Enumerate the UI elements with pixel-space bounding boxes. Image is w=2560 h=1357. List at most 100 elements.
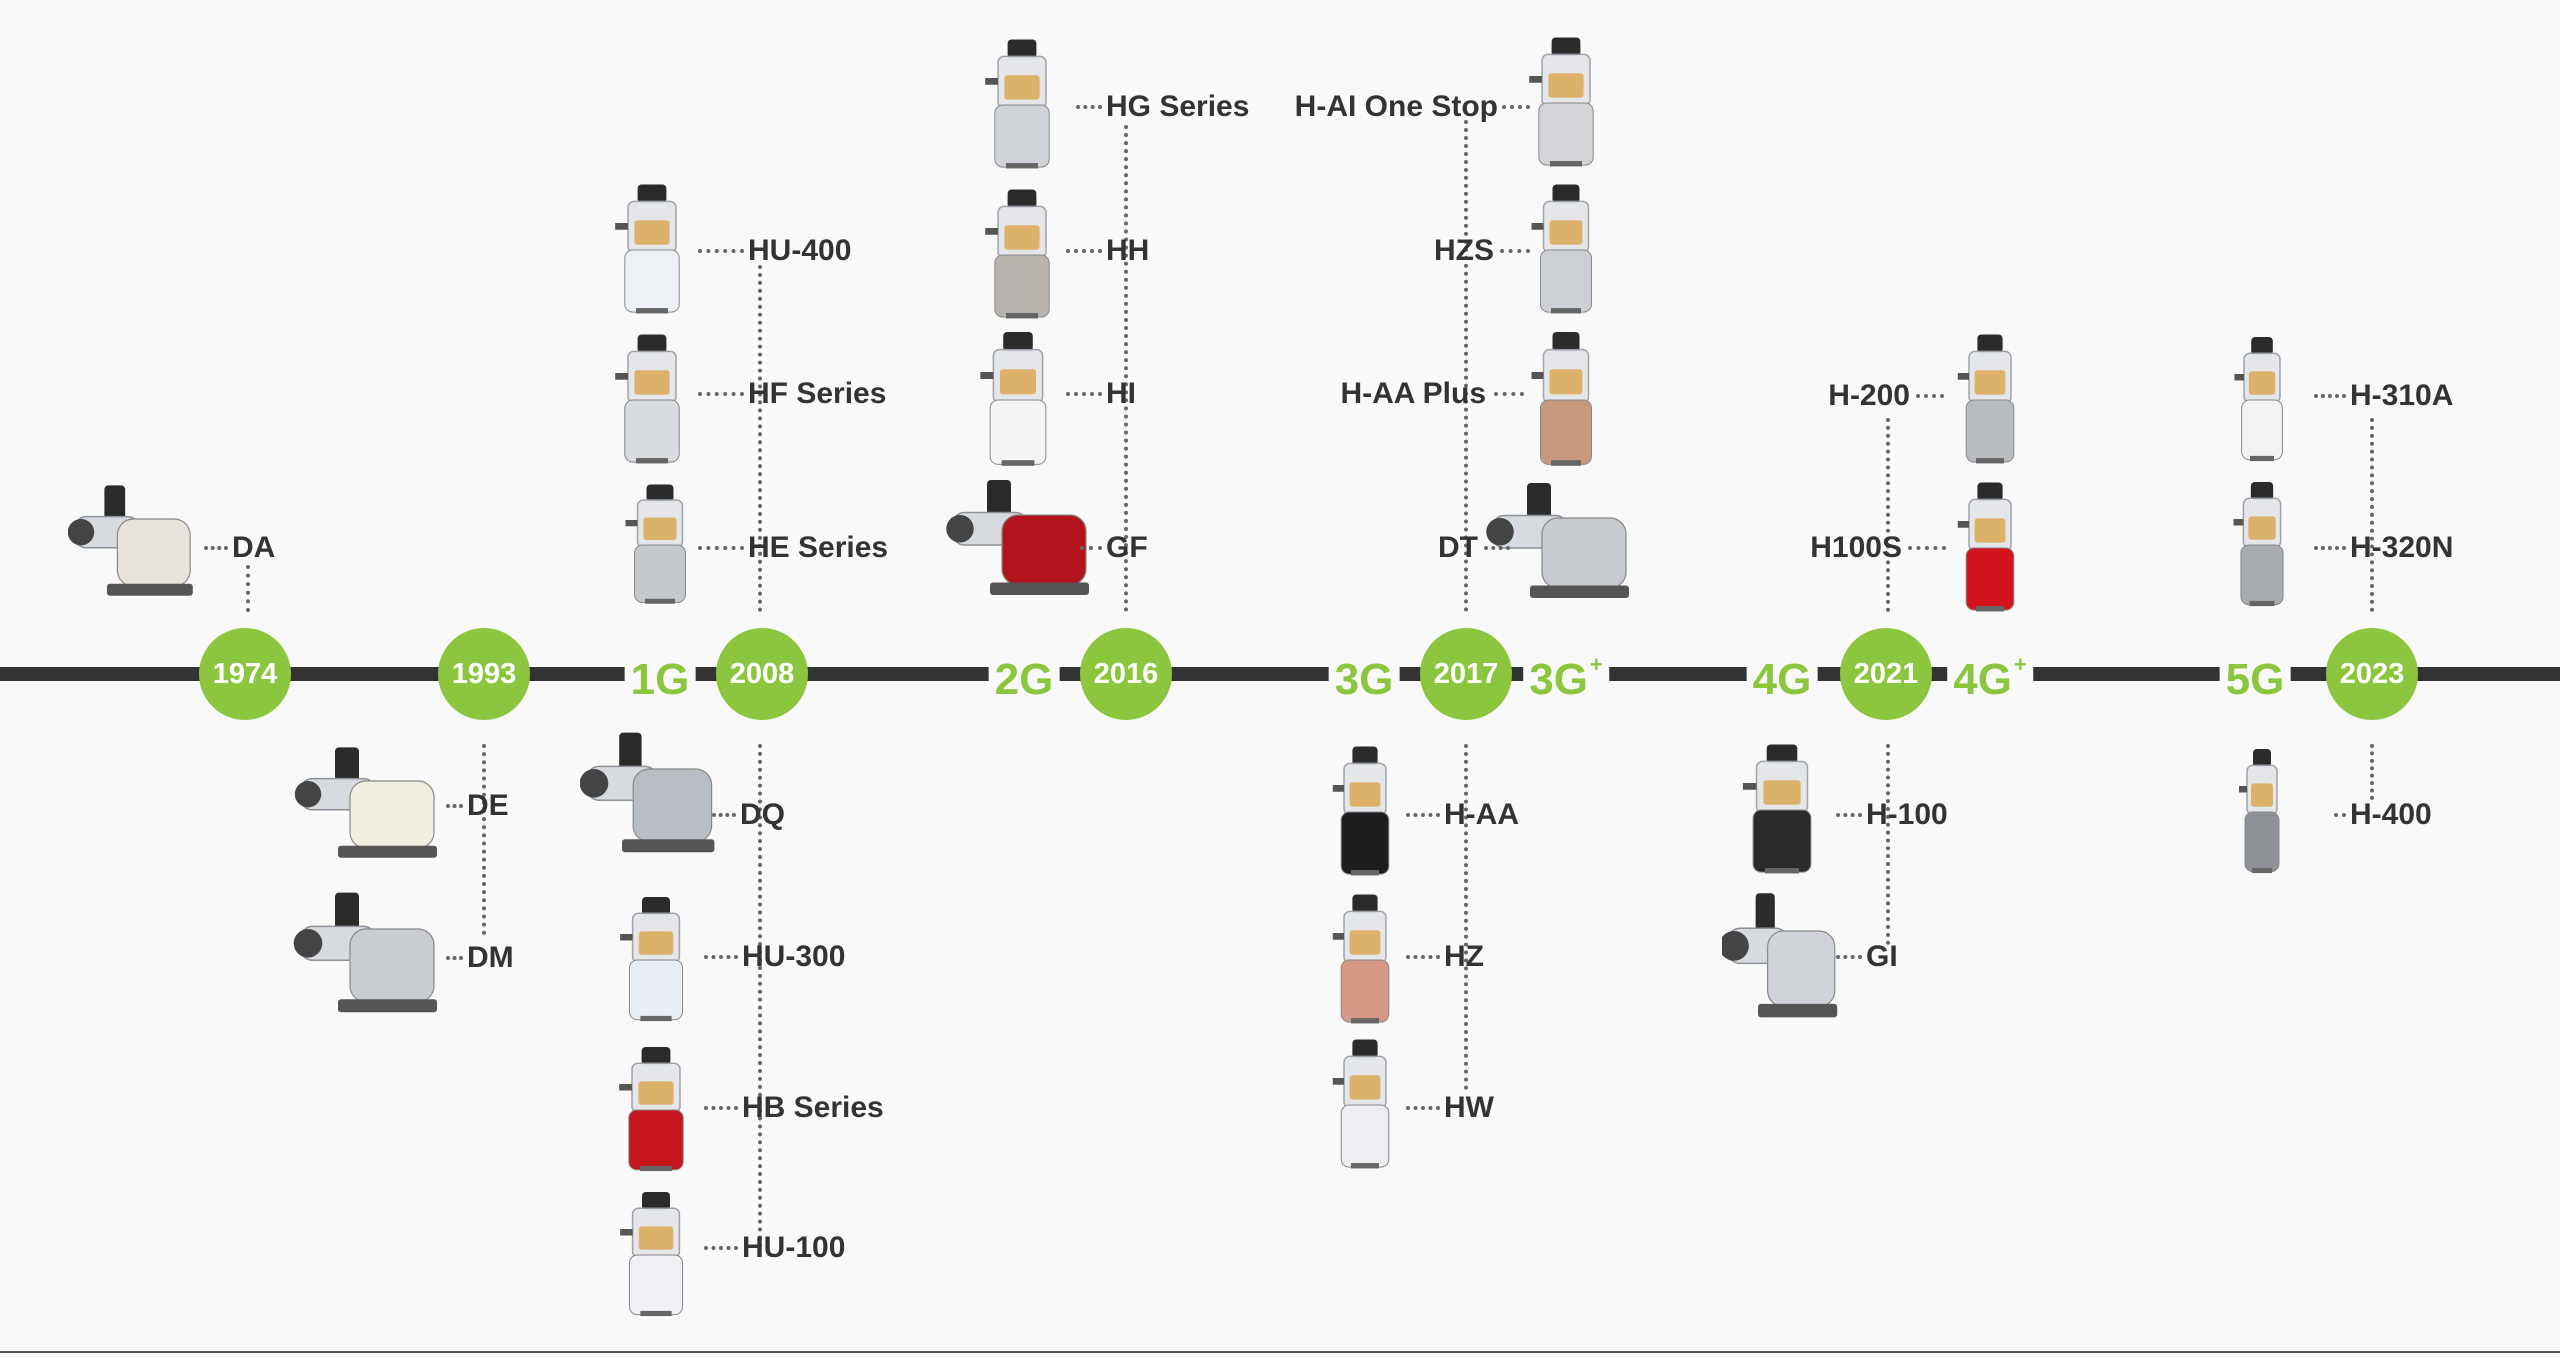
vertical-juicer-icon <box>2237 747 2287 877</box>
juicer-image-h-310a <box>2232 335 2292 465</box>
label-leader <box>712 813 736 817</box>
generation-label-4g: 4G <box>1746 655 1818 704</box>
year-marker-2008: 2008 <box>716 628 808 720</box>
generation-text: 4G <box>1752 655 1812 704</box>
vertical-juicer-icon <box>616 1045 696 1175</box>
juicer-image-h-aa-plus <box>1529 330 1604 470</box>
label-leader <box>446 804 463 808</box>
horizontal-juicer-icon <box>68 483 198 603</box>
label-leader <box>2334 813 2346 817</box>
vertical-juicer-icon <box>982 188 1062 323</box>
generation-text: 5G <box>2225 655 2285 704</box>
generation-label-1g: 1G <box>624 658 696 702</box>
generation-label-4g-plus: 4G+ <box>1947 654 2033 702</box>
connector-line <box>758 265 762 612</box>
label-leader <box>1080 546 1102 550</box>
juicer-image-de <box>293 745 443 865</box>
label-leader <box>1494 392 1524 396</box>
year-marker-1993: 1993 <box>438 628 530 720</box>
model-label-he-series: HE Series <box>748 531 889 564</box>
horizontal-juicer-icon <box>293 890 443 1020</box>
label-leader <box>1406 813 1440 817</box>
model-label-hi: HI <box>1106 377 1136 410</box>
label-leader <box>698 249 744 253</box>
label-leader <box>1076 105 1102 109</box>
vertical-juicer-icon <box>1955 333 2025 468</box>
label-leader <box>2314 546 2346 550</box>
model-label-hu-400: HU-400 <box>748 234 852 267</box>
connector-line <box>1464 120 1468 612</box>
horizontal-juicer-icon <box>1485 481 1635 606</box>
label-leader <box>704 955 738 959</box>
vertical-juicer-icon <box>1330 893 1400 1028</box>
label-leader <box>1836 813 1862 817</box>
model-label-hzs: HZS <box>1434 234 1494 267</box>
label-leader <box>704 1246 738 1250</box>
connector-line <box>1886 744 1890 945</box>
vertical-juicer-icon <box>2232 335 2292 465</box>
juicer-image-hz <box>1330 893 1400 1028</box>
juicer-image-hf-series <box>612 333 692 468</box>
model-label-da: DA <box>232 531 276 564</box>
label-leader <box>1406 1106 1440 1110</box>
year-marker-2023: 2023 <box>2326 628 2418 720</box>
juicer-image-gf <box>945 478 1095 603</box>
vertical-juicer-icon <box>2231 480 2293 610</box>
connector-line <box>1124 125 1128 612</box>
model-label-dq: DQ <box>740 798 785 831</box>
model-label-gf: GF <box>1106 531 1148 564</box>
year-marker-2016: 2016 <box>1080 628 1172 720</box>
model-label-h-320n: H-320N <box>2350 531 2454 564</box>
label-leader <box>204 546 228 550</box>
juicer-image-h-ai-one-stop <box>1526 36 1606 171</box>
model-label-h-400: H-400 <box>2350 798 2432 831</box>
label-leader <box>1066 392 1102 396</box>
juicer-image-h-400 <box>2237 747 2287 877</box>
generation-label-3g: 3G <box>1328 655 1400 704</box>
label-leader <box>698 392 744 396</box>
model-label-h-ai-one-stop: H-AI One Stop <box>1294 90 1498 123</box>
vertical-juicer-icon <box>612 333 692 468</box>
label-leader <box>2314 394 2346 398</box>
connector-line <box>2370 744 2374 800</box>
label-leader <box>704 1106 738 1110</box>
model-label-h-100: H-100 <box>1866 798 1948 831</box>
horizontal-juicer-icon <box>293 745 443 865</box>
vertical-juicer-icon <box>977 330 1059 470</box>
label-leader <box>1908 546 1946 550</box>
vertical-juicer-icon <box>1330 1038 1400 1173</box>
model-label-gi: GI <box>1866 940 1898 973</box>
model-label-hh: HH <box>1106 234 1150 267</box>
model-label-h-200: H-200 <box>1828 379 1910 412</box>
juicer-image-h-200 <box>1955 333 2025 468</box>
generation-text: 3G <box>1334 655 1394 704</box>
model-label-hf-series: HF Series <box>748 377 887 410</box>
juicer-image-hzs <box>1529 183 1604 318</box>
label-leader <box>1916 394 1944 398</box>
year-marker-2017: 2017 <box>1420 628 1512 720</box>
label-leader <box>1066 249 1102 253</box>
juicer-image-he-series <box>623 483 698 608</box>
vertical-juicer-icon <box>982 38 1062 173</box>
label-leader <box>1500 249 1530 253</box>
juicer-image-h-aa <box>1330 745 1400 880</box>
vertical-juicer-icon <box>623 483 698 608</box>
connector-line <box>1886 418 1890 612</box>
year-marker-2021: 2021 <box>1840 628 1932 720</box>
horizontal-juicer-icon <box>580 730 720 860</box>
juicer-image-hh <box>982 188 1062 323</box>
juicer-image-gi <box>1722 891 1842 1026</box>
generation-text: 2G <box>994 655 1054 704</box>
model-label-dt: DT <box>1438 531 1478 564</box>
bottom-divider <box>0 1351 2560 1353</box>
juicer-image-h100s <box>1955 481 2025 616</box>
juicer-image-dt <box>1485 481 1635 606</box>
label-leader <box>1836 955 1862 959</box>
generation-plus: + <box>2013 652 2027 677</box>
model-label-hg-series: HG Series <box>1106 90 1250 123</box>
juicer-image-hw <box>1330 1038 1400 1173</box>
juicer-image-h-100 <box>1740 743 1825 878</box>
juicer-image-hu-300 <box>617 895 695 1025</box>
generation-label-2g: 2G <box>988 655 1060 704</box>
juicer-image-hi <box>977 330 1059 470</box>
